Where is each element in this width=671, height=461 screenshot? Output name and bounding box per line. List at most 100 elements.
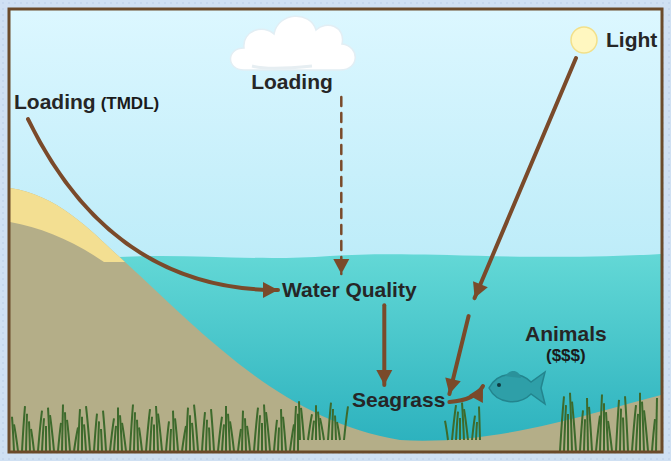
grass-blade bbox=[117, 408, 119, 451]
sun-disc bbox=[571, 27, 597, 53]
node-label: ($$$) bbox=[525, 346, 607, 366]
grass-blade bbox=[294, 406, 296, 451]
grass-blade bbox=[26, 414, 27, 451]
grass-blade bbox=[656, 398, 657, 451]
fish-eye bbox=[497, 383, 501, 387]
grass-blade bbox=[122, 423, 126, 451]
grass-blade bbox=[315, 405, 317, 440]
grass-blade bbox=[139, 427, 142, 451]
node-label: (TMDL) bbox=[101, 94, 160, 114]
grass-blade bbox=[456, 412, 458, 440]
grass-blade bbox=[445, 421, 448, 440]
arrow-head bbox=[473, 281, 488, 298]
grass-blade bbox=[242, 411, 243, 451]
grass-blade bbox=[479, 406, 480, 440]
grass-blade bbox=[644, 410, 648, 451]
grass-blade bbox=[264, 405, 266, 451]
grass-blade bbox=[170, 429, 171, 451]
grass-blade bbox=[202, 412, 205, 451]
grass-blade bbox=[283, 417, 286, 451]
grass-blade bbox=[206, 420, 207, 451]
grass-blade bbox=[48, 408, 50, 451]
grass-blade bbox=[247, 426, 250, 451]
grass-blade bbox=[570, 393, 572, 451]
grass-blade bbox=[194, 405, 198, 451]
arrow-line bbox=[449, 386, 483, 402]
arrow-head bbox=[469, 386, 483, 403]
grass-blade bbox=[606, 412, 608, 451]
diagram-node: Seagrass bbox=[352, 388, 445, 412]
grass-blade bbox=[652, 419, 655, 451]
diagram-node: Light bbox=[568, 24, 657, 56]
grass-blade bbox=[344, 406, 348, 440]
grass-blade bbox=[173, 411, 174, 451]
diagram-node: Loading bbox=[222, 8, 362, 94]
grass-blade bbox=[67, 420, 70, 451]
sun-symbol bbox=[568, 24, 600, 56]
node-label: Animals bbox=[525, 322, 607, 346]
grass-blade bbox=[42, 418, 44, 451]
arrow-head bbox=[333, 259, 349, 274]
flow-arrow bbox=[449, 386, 483, 403]
grass-blade bbox=[130, 405, 133, 451]
grass-blade bbox=[12, 417, 14, 451]
grass-blade bbox=[642, 402, 644, 451]
grass-blade bbox=[312, 421, 314, 440]
grass-blade bbox=[301, 408, 304, 440]
arrow-line bbox=[340, 97, 343, 274]
grass-blade bbox=[337, 422, 340, 440]
grass-blade bbox=[335, 416, 336, 440]
node-label: Light bbox=[606, 28, 657, 52]
node-label: Seagrass bbox=[352, 388, 445, 412]
node-label: Loading bbox=[14, 90, 96, 114]
grass-blade bbox=[222, 424, 224, 451]
grass-blade bbox=[50, 415, 54, 451]
grass-blade bbox=[584, 419, 585, 451]
diagram-node: Animals($$$) bbox=[485, 322, 615, 422]
grass-blade bbox=[156, 406, 158, 451]
cloud-body bbox=[231, 16, 356, 70]
grass-blade bbox=[600, 395, 602, 451]
grass-blade bbox=[462, 403, 464, 440]
grass-blade bbox=[603, 403, 605, 451]
grass-blade bbox=[22, 406, 25, 451]
cloud-shade bbox=[252, 66, 312, 68]
grass-blade bbox=[567, 414, 569, 451]
grass-blade bbox=[261, 423, 263, 451]
grass-blade bbox=[258, 415, 260, 451]
grass-blade bbox=[78, 409, 80, 451]
grass-blade bbox=[587, 398, 588, 451]
grass-blade bbox=[86, 406, 90, 451]
grass-blade bbox=[589, 407, 592, 451]
grass-blade bbox=[616, 400, 619, 451]
arrow-head bbox=[263, 282, 278, 298]
grass-blade bbox=[274, 420, 277, 451]
grass-blade bbox=[94, 414, 97, 451]
grass-blade bbox=[278, 427, 279, 451]
grass-blade bbox=[62, 405, 63, 451]
grass-blade bbox=[158, 414, 162, 451]
grass-blade bbox=[230, 421, 234, 451]
grass-blade bbox=[103, 411, 106, 451]
grass-blade bbox=[225, 406, 227, 451]
grass-blade bbox=[476, 422, 477, 440]
sand-beach bbox=[10, 188, 125, 262]
grass-blade bbox=[464, 409, 468, 440]
grass-blade bbox=[228, 414, 230, 451]
grass-blade bbox=[120, 415, 122, 451]
arrow-head bbox=[445, 378, 461, 394]
grass-blade bbox=[625, 396, 628, 451]
grass-blade bbox=[636, 414, 638, 451]
flow-arrow bbox=[376, 305, 392, 385]
grass-blade bbox=[328, 403, 331, 440]
grass-blade bbox=[137, 420, 138, 451]
grass-blade bbox=[65, 412, 66, 451]
grass-blade bbox=[245, 418, 246, 451]
grass-blade bbox=[459, 418, 461, 440]
grass-blade bbox=[238, 429, 241, 451]
grass-blade bbox=[175, 418, 178, 451]
grass-blade bbox=[186, 408, 188, 451]
diagram-node: Loading(TMDL) bbox=[14, 90, 159, 114]
